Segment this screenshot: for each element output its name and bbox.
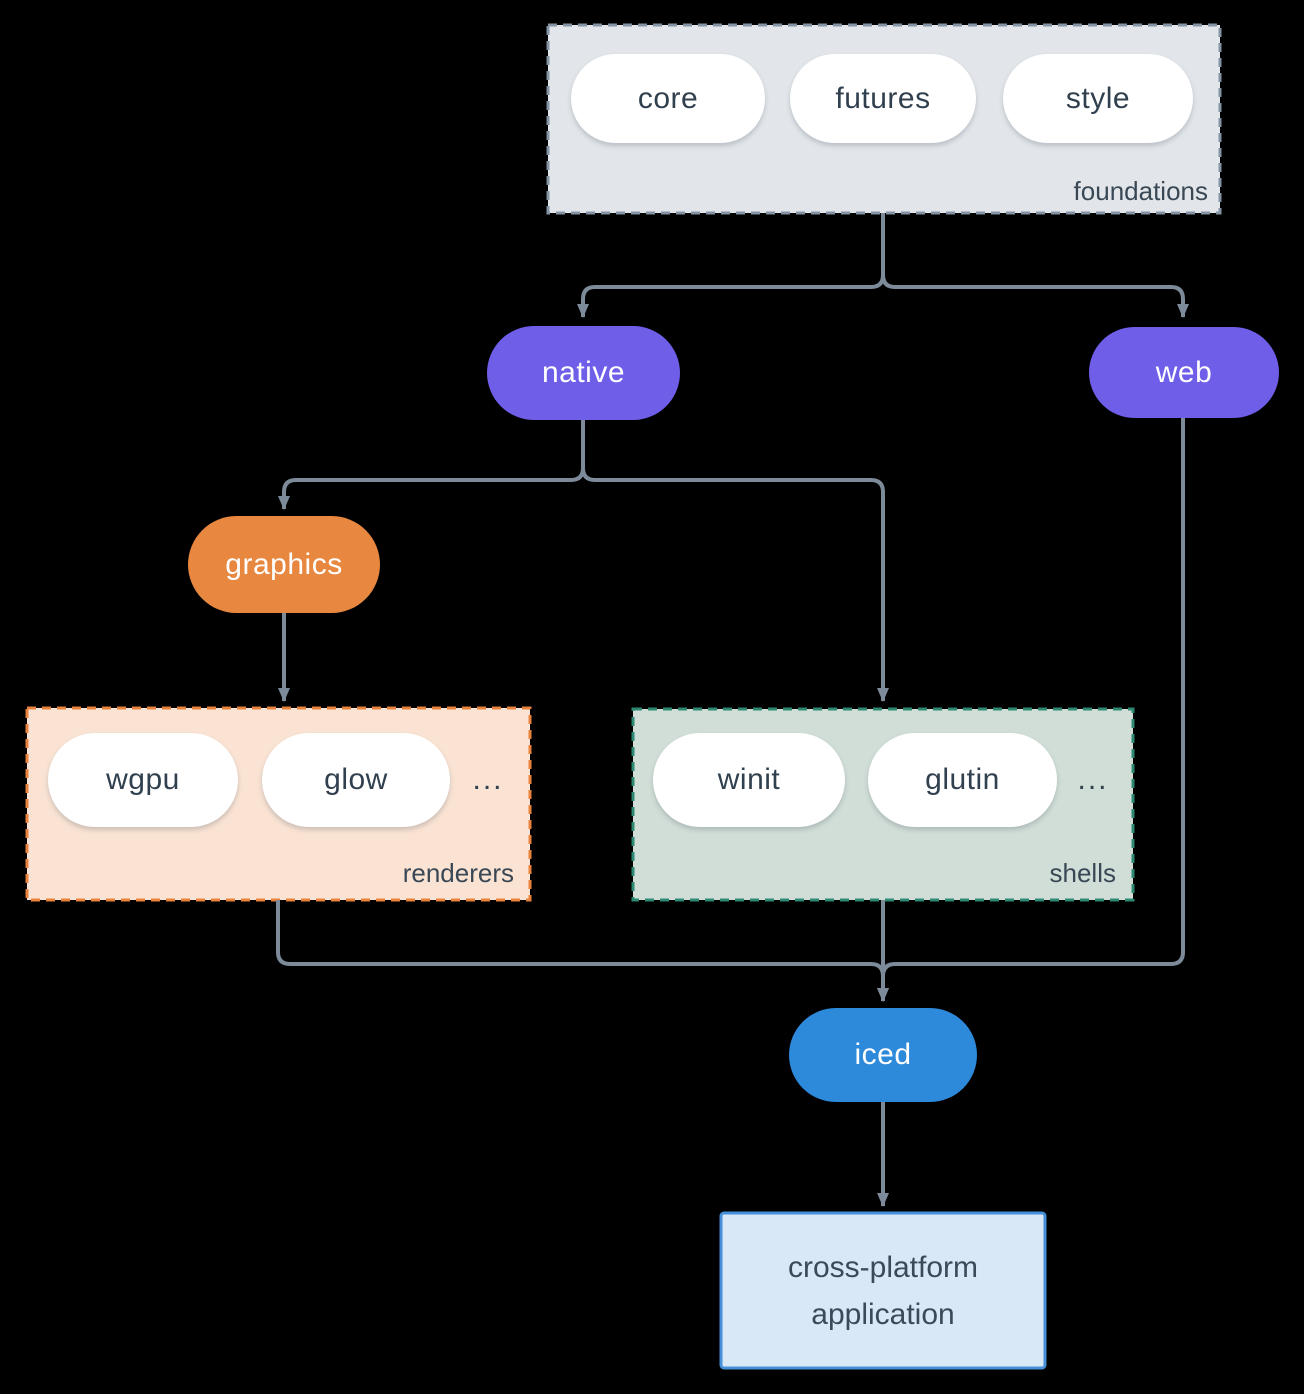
foundations-group-label: foundations bbox=[1073, 176, 1208, 206]
node-wgpu-label: wgpu bbox=[106, 763, 180, 796]
node-style: style bbox=[1003, 54, 1193, 143]
edge-foundations-native bbox=[577, 213, 885, 318]
node-winit-label: winit bbox=[717, 763, 781, 796]
node-graphics-label: graphics bbox=[225, 547, 343, 581]
renderers-ellipsis: ... bbox=[472, 763, 504, 796]
node-web-label: web bbox=[1155, 355, 1213, 389]
node-core-label: core bbox=[637, 81, 699, 115]
node-graphics: graphics bbox=[188, 516, 380, 613]
node-iced-label: iced bbox=[854, 1038, 912, 1071]
node-wgpu: wgpu bbox=[48, 733, 238, 827]
node-style-label: style bbox=[1065, 81, 1131, 115]
edge-foundations-web bbox=[881, 213, 1189, 318]
node-core: core bbox=[571, 54, 765, 143]
renderers-group-label: renderers bbox=[402, 858, 514, 888]
node-glutin-label: glutin bbox=[925, 763, 1000, 796]
application-label-line2: application bbox=[811, 1297, 955, 1331]
node-futures-label: futures bbox=[835, 81, 931, 115]
node-futures: futures bbox=[790, 54, 976, 143]
node-native: native bbox=[487, 326, 680, 420]
application-node-box bbox=[719, 1211, 1047, 1370]
node-glow: glow bbox=[262, 733, 450, 827]
edge-native-graphics bbox=[278, 420, 585, 510]
shells-group-label: shells bbox=[1049, 858, 1116, 888]
edge-renderers-iced bbox=[276, 900, 889, 1002]
node-native-label: native bbox=[541, 356, 626, 389]
node-winit: winit bbox=[653, 733, 845, 827]
node-web: web bbox=[1089, 327, 1279, 418]
node-application: cross-platform application bbox=[721, 1213, 1045, 1368]
application-label-line1: cross-platform bbox=[787, 1250, 979, 1284]
edge-web-iced bbox=[877, 418, 1185, 1002]
node-iced: iced bbox=[789, 1008, 977, 1102]
edge-native-shells bbox=[581, 420, 889, 702]
shells-ellipsis: ... bbox=[1077, 763, 1109, 796]
node-glutin: glutin bbox=[868, 733, 1057, 827]
node-glow-label: glow bbox=[324, 763, 388, 796]
